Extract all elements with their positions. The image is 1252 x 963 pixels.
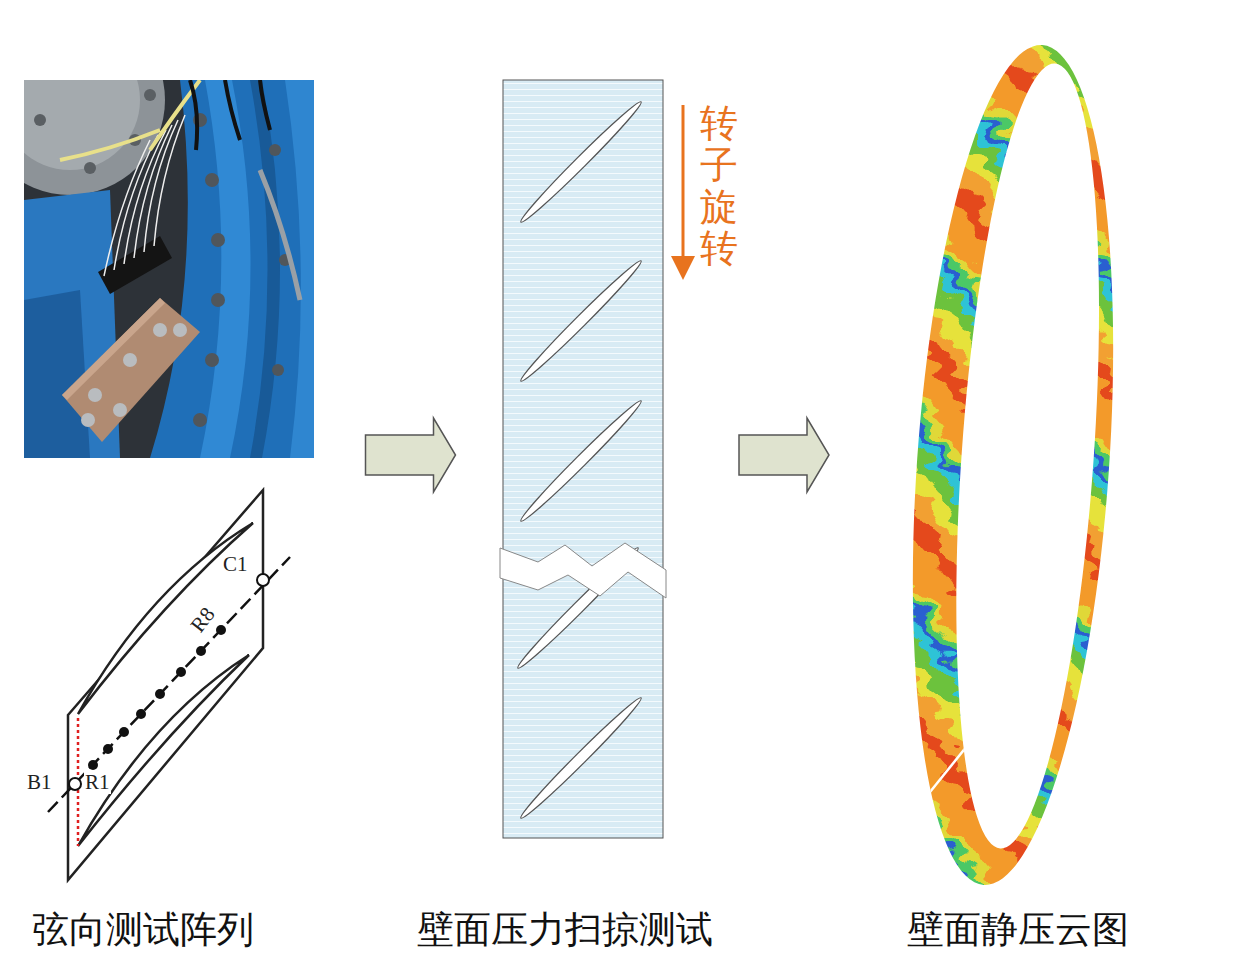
probe-label: B1 [26,771,53,794]
rotation-label: 转子旋转 [700,103,738,270]
blade-passage-strip [500,80,695,838]
array-schematic [48,490,290,880]
probe-label: R1 [84,771,111,794]
test-rig-photo [24,80,314,458]
contour-panel: 壁面静压云图 [905,42,1115,888]
panel-caption: 弦向测试阵列 [32,908,254,952]
probe-label: R8 [186,602,221,637]
array-panel: 弦向测试阵列 [22,78,318,886]
panel-caption: 壁面压力扫掠测试 [417,908,713,952]
pressure-contour-ring [880,20,1140,920]
panel-caption: 壁面静压云图 [907,908,1129,952]
block-arrow [739,418,829,492]
probe-label: C1 [222,553,249,576]
block-arrow [366,418,456,492]
sweep-panel: 壁面压力扫掠测试 [503,80,663,838]
